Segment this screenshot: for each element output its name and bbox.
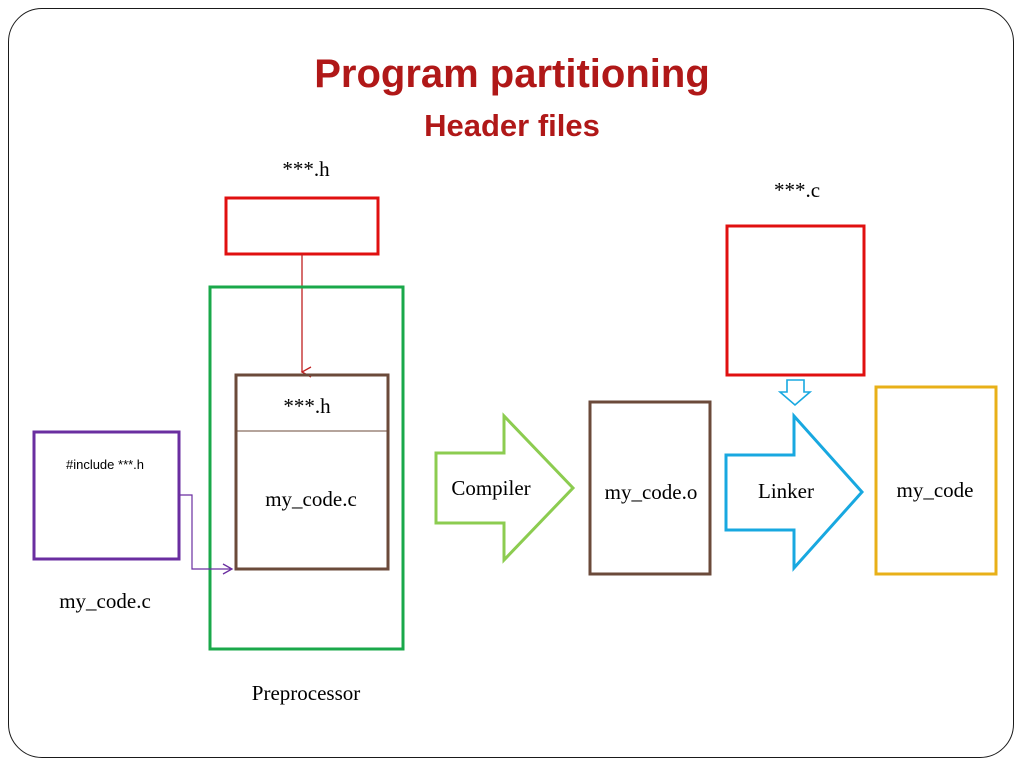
input-file-label: my_code.c	[59, 589, 151, 613]
input-to-preprocessor-arrow	[179, 494, 234, 575]
linker-label: Linker	[758, 479, 814, 503]
source-file-box	[725, 224, 866, 377]
slide-subtitle: Header files	[424, 108, 600, 143]
slide-title: Program partitioning	[314, 52, 710, 96]
slide-frame	[8, 8, 1014, 758]
link-input-arrow	[777, 379, 813, 407]
object-file-box	[588, 400, 712, 576]
merged-source-label: my_code.c	[265, 487, 357, 511]
linker-arrow	[724, 412, 865, 572]
merged-source-box	[234, 373, 390, 571]
compiler-arrow	[434, 412, 576, 564]
header-file-label: ***.h	[282, 157, 330, 181]
preprocessor-label: Preprocessor	[252, 681, 360, 705]
merged-header-label: ***.h	[283, 394, 331, 418]
object-file-label: my_code.o	[605, 480, 698, 504]
source-file-label: ***.c	[774, 178, 820, 202]
include-directive-text: #include ***.h	[66, 457, 144, 472]
header-file-box	[224, 196, 380, 256]
input-source-box	[32, 430, 181, 561]
executable-label: my_code	[897, 478, 974, 502]
preprocessor-box	[208, 285, 405, 651]
executable-box	[874, 385, 998, 576]
compiler-label: Compiler	[451, 476, 530, 500]
